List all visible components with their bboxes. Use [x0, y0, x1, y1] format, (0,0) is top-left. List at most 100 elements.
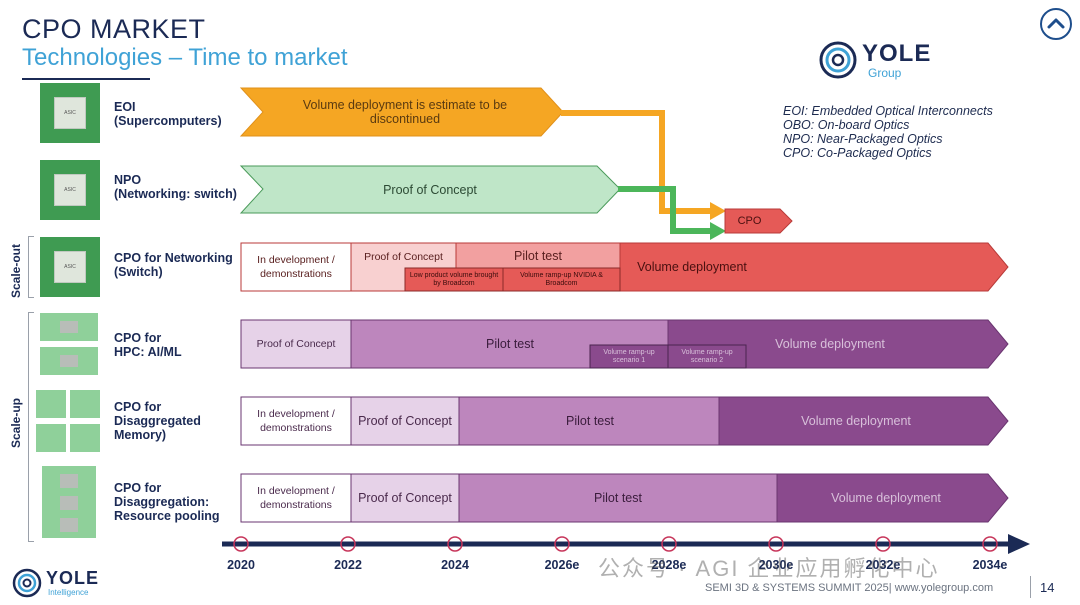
- hpc-sub1-text: Volume ramp-up scenario 1: [603, 348, 655, 364]
- pool-volume-text: Volume deployment: [831, 491, 941, 505]
- row-label-npo: NPO (Networking: switch): [114, 173, 237, 201]
- cpo-hpc-package-image: [40, 313, 98, 378]
- mem-pilot-seg: [458, 396, 720, 446]
- mem-volume-text: Volume deployment: [801, 414, 911, 428]
- row-label-cpo-hpc: CPO for HPC: AI/ML: [114, 331, 182, 359]
- pool-pilot-text: Pilot test: [594, 491, 642, 505]
- row-label-line: (Switch): [114, 265, 163, 279]
- year-label: 2026e: [544, 558, 580, 572]
- cpo-target-text: CPO: [737, 215, 762, 227]
- row-label-line: Resource pooling: [114, 509, 220, 523]
- pool-dev-seg: [240, 473, 352, 523]
- year-marker: [340, 536, 356, 552]
- title-underline: [22, 78, 150, 80]
- eoi-connector-head: [710, 202, 726, 220]
- hpc-pilot-text: Pilot test: [486, 337, 534, 351]
- row-label-line: CPO for: [114, 331, 162, 345]
- asic-chip-label: ASIC: [64, 264, 76, 270]
- npo-text: Proof of Concept: [383, 183, 477, 197]
- eoi-text: Volume deployment is estimate to be disc…: [302, 98, 508, 126]
- asic-chip-label: ASIC: [64, 110, 76, 116]
- npo-bar: [239, 165, 621, 214]
- hpc-poc-text: Proof of Concept: [256, 338, 336, 350]
- year-label: 2032e: [865, 558, 901, 572]
- page-number: 14: [1040, 580, 1055, 595]
- hpc-poc-seg: [240, 319, 352, 369]
- mem-poc-text: Proof of Concept: [358, 414, 452, 428]
- year-label: 2022: [334, 558, 362, 572]
- npo-connector: [618, 186, 712, 234]
- pool-dev-text: In development / demonstrations: [257, 485, 335, 511]
- yole-logo-icon: [819, 41, 857, 79]
- row-label-line: Disaggregation:: [114, 495, 210, 509]
- row-label-line: HPC: AI/ML: [114, 345, 182, 359]
- hpc-sub2-seg: [667, 344, 747, 369]
- year-label: 2028e: [651, 558, 687, 572]
- row-label-cpo-memory: CPO for Disaggregated Memory): [114, 400, 201, 442]
- page-subtitle: Technologies – Time to market: [22, 44, 348, 71]
- year-marker: [875, 536, 891, 552]
- logo-top-main: YOLE: [862, 40, 932, 67]
- year-label: 2020: [227, 558, 255, 572]
- npo-package-image: ASIC: [40, 160, 100, 220]
- legend-item: EOI: Embedded Optical Interconnects: [783, 104, 993, 118]
- hpc-volume-text: Volume deployment: [775, 337, 885, 351]
- net-sub1-text: Low product volume brought by Broadcom: [409, 271, 499, 287]
- net-sub2-text: Volume ramp-up NVIDIA & Broadcom: [520, 271, 603, 287]
- scale-up-bracket: [28, 312, 34, 542]
- footer-text: SEMI 3D & SYSTEMS SUMMIT 2025| www.yoleg…: [705, 582, 994, 594]
- cpo-pooling-package-image: [42, 466, 96, 538]
- yole-group-logo: YOLE Group: [818, 38, 938, 84]
- timeline-arrowhead: [1008, 534, 1030, 554]
- yole-logo-icon: [12, 568, 42, 598]
- net-volume-text: Volume deployment: [637, 260, 747, 274]
- row-label-line: NPO: [114, 173, 142, 187]
- pool-pilot-seg: [458, 473, 778, 523]
- net-pilot-text: Pilot test: [514, 249, 562, 263]
- row-label-line: (Supercomputers): [114, 114, 222, 128]
- year-marker: [661, 536, 677, 552]
- eoi-connector: [561, 110, 712, 214]
- mem-dev-text: In development / demonstrations: [257, 408, 335, 434]
- asic-chip-label: ASIC: [64, 187, 76, 193]
- year-marker: [768, 536, 784, 552]
- legend-item: OBO: On-board Optics: [783, 118, 910, 132]
- row-label-cpo-networking: CPO for Networking (Switch): [114, 251, 233, 279]
- chevron-up-icon: [1047, 18, 1065, 29]
- scroll-up-button[interactable]: [1040, 8, 1072, 40]
- year-label: 2034e: [972, 558, 1008, 572]
- watermark-text: 公众号 · AGI 企业应用孵化中心: [598, 556, 940, 581]
- row-label-line: CPO for: [114, 400, 162, 414]
- yole-intelligence-logo: YOLE Intelligence: [12, 568, 104, 600]
- row-label-cpo-pooling: CPO for Disaggregation: Resource pooling: [114, 481, 220, 523]
- page-title: CPO MARKET: [22, 14, 206, 44]
- row-label-eoi: EOI (Supercomputers): [114, 100, 222, 128]
- year-marker: [233, 536, 249, 552]
- year-marker: [447, 536, 463, 552]
- cpo-target-bar: [724, 208, 793, 234]
- legend-item: NPO: Near-Packaged Optics: [783, 132, 943, 146]
- npo-connector-head: [710, 222, 726, 240]
- legend-item: CPO: Co-Packaged Optics: [783, 146, 932, 160]
- row-label-line: CPO for Networking: [114, 251, 233, 265]
- cpo-network-package-image: ASIC: [40, 237, 100, 297]
- eoi-package-image: ASIC: [40, 83, 100, 143]
- scale-out-bracket: [28, 236, 34, 298]
- logo-top-sub: Group: [868, 66, 902, 80]
- net-poc-text: Proof of Concept: [364, 251, 443, 263]
- logo-bottom-main: YOLE: [46, 568, 100, 588]
- acronym-legend: EOI: Embedded Optical Interconnects OBO:…: [783, 104, 993, 160]
- mem-dev-seg: [240, 396, 352, 446]
- year-label: 2030e: [758, 558, 794, 572]
- net-dev-seg: [240, 242, 352, 292]
- year-label: 2024: [441, 558, 469, 572]
- eoi-bar: [239, 87, 564, 137]
- row-label-line: (Networking: switch): [114, 187, 237, 201]
- row-label-line: EOI: [114, 100, 136, 114]
- mem-pilot-text: Pilot test: [566, 414, 614, 428]
- year-marker: [982, 536, 998, 552]
- footer-divider: [1030, 576, 1031, 598]
- cpo-memory-package-image: [36, 390, 100, 454]
- pool-poc-text: Proof of Concept: [358, 491, 452, 505]
